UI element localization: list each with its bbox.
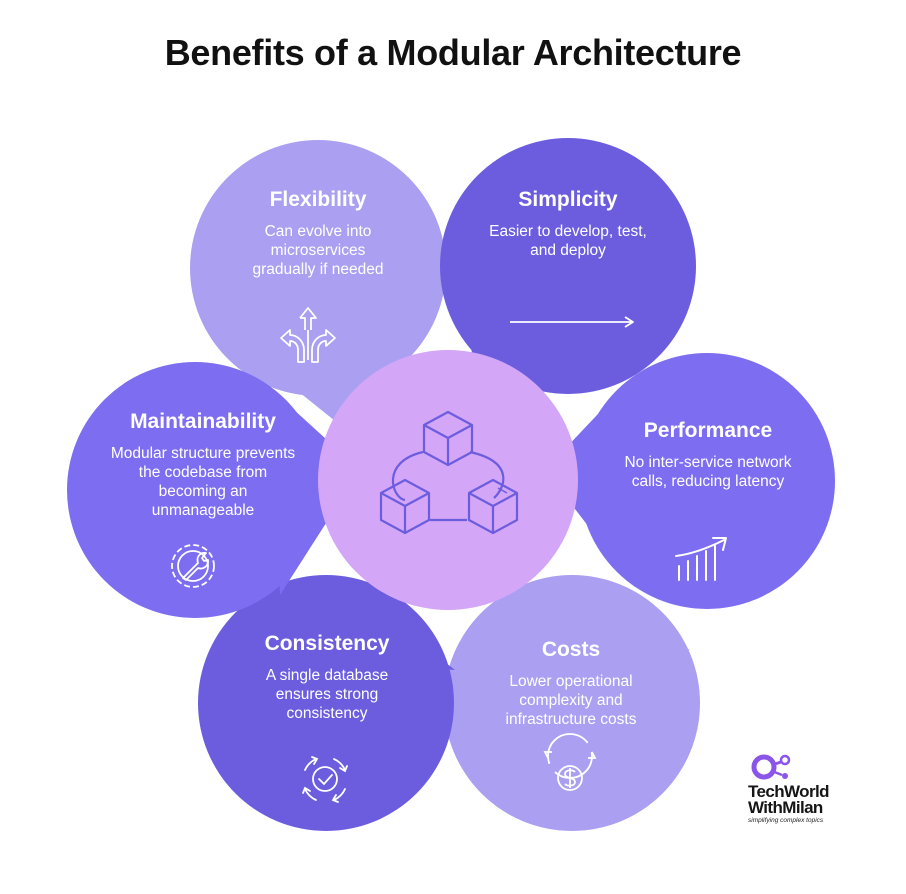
petal-description: Can evolve into microservices gradually …	[252, 223, 384, 278]
petal-title: Costs	[541, 638, 601, 661]
logo-line-1: TechWorld	[748, 782, 829, 801]
petal-consistency	[198, 575, 455, 831]
petal-consistency-text: Consistency A single database ensures st…	[222, 632, 432, 723]
petal-performance-text: Performance No inter-service network cal…	[603, 419, 813, 491]
petal-description: A single database ensures strong consist…	[265, 667, 389, 722]
petal-performance	[545, 353, 835, 609]
brand-logo: TechWorld WithMilan simplifying complex …	[748, 752, 868, 824]
petal-description: Easier to develop, test, and deploy	[489, 223, 647, 259]
petal-description: Lower operational complexity and infrast…	[505, 673, 637, 728]
petal-flexibility	[190, 140, 446, 425]
petal-maintainability	[67, 362, 360, 618]
wrench-gear-icon	[171, 544, 215, 588]
petal-costs	[444, 575, 700, 831]
petal-description: No inter-service network calls, reducing…	[624, 454, 792, 490]
logo-tagline: simplifying complex topics	[748, 817, 824, 824]
rising-chart-icon	[675, 537, 727, 581]
diverging-arrows-icon	[280, 307, 336, 363]
petal-simplicity-text: Simplicity Easier to develop, test, and …	[463, 188, 673, 260]
petal-simplicity	[440, 138, 696, 394]
logo-line-2: WithMilan	[748, 798, 823, 817]
petal-title: Performance	[643, 419, 773, 442]
center-hub	[318, 350, 578, 610]
petal-title: Maintainability	[130, 410, 276, 433]
petal-description: Modular structure prevents the codebase …	[110, 445, 296, 519]
dollar-gear-icon	[543, 733, 597, 791]
petal-maintainability-text: Maintainability Modular structure preven…	[98, 410, 308, 520]
petal-flexibility-text: Flexibility Can evolve into microservice…	[218, 188, 418, 279]
modules-cubes-icon	[379, 410, 519, 535]
page-title: Benefits of a Modular Architecture	[164, 32, 742, 73]
petal-title: Simplicity	[518, 188, 618, 211]
petal-title: Consistency	[264, 632, 390, 655]
petal-costs-text: Costs Lower operational complexity and i…	[466, 638, 676, 729]
cycle-check-icon	[302, 756, 348, 803]
petal-title: Flexibility	[269, 188, 367, 211]
straight-arrow-icon	[510, 316, 634, 328]
logo-mark-icon	[751, 754, 791, 780]
